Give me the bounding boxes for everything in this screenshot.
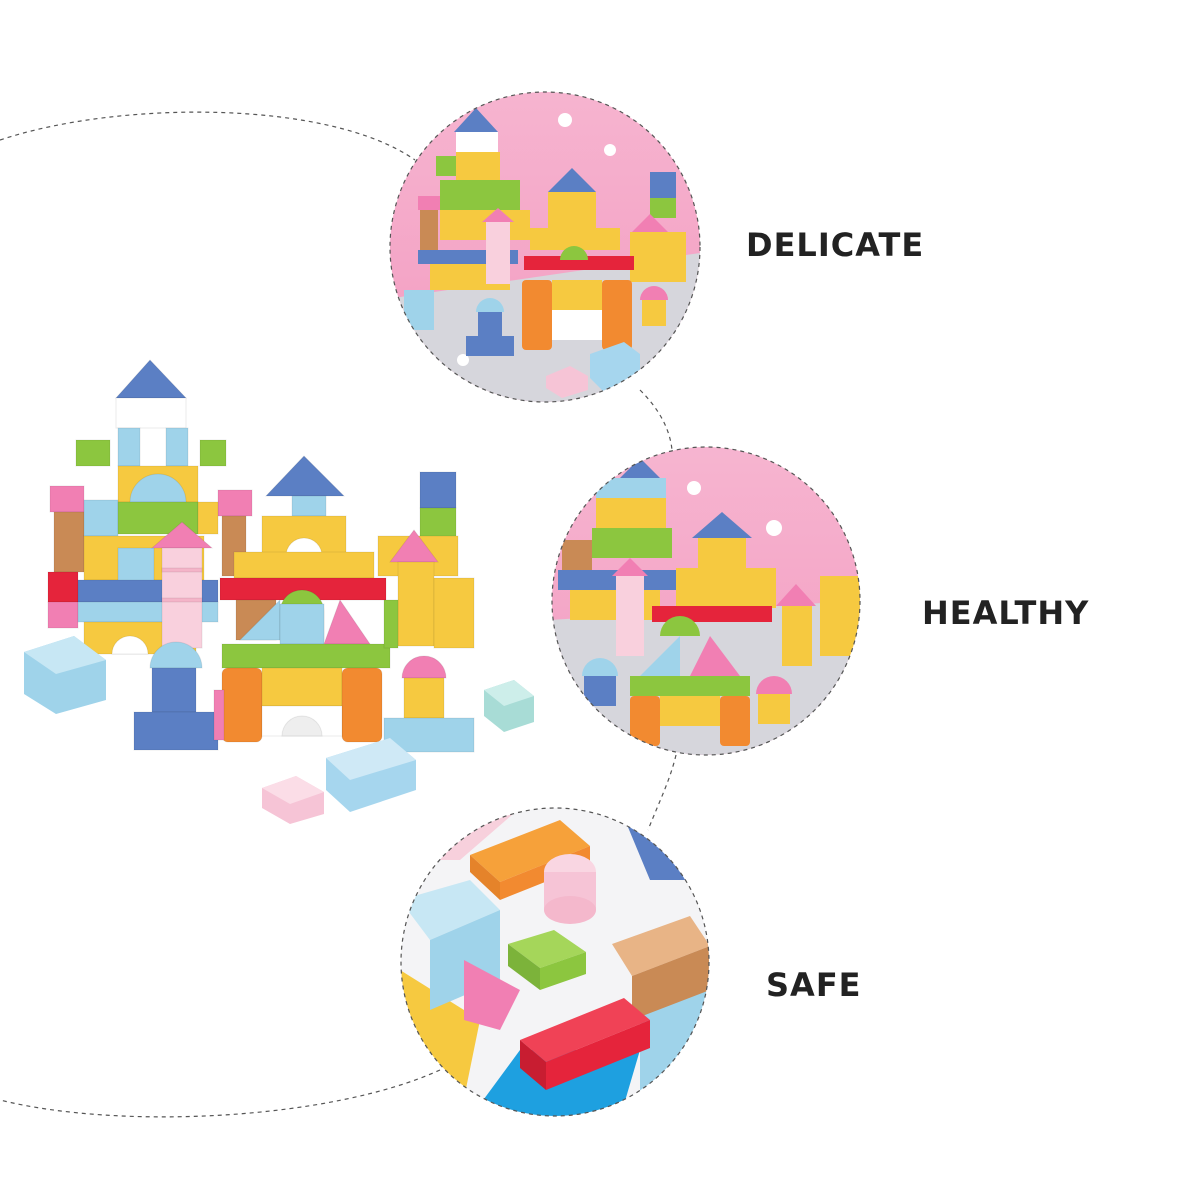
photo-frame-healthy <box>551 446 861 756</box>
photo-frame-delicate <box>389 91 701 403</box>
feature-label-healthy: HEALTHY <box>922 594 1090 632</box>
photo-frame-safe <box>400 807 710 1117</box>
loose-blocks <box>24 636 534 824</box>
feature-photo-healthy <box>552 447 860 755</box>
feature-photo-delicate <box>390 92 700 402</box>
main-block-castle <box>47 359 475 753</box>
feature-label-safe: SAFE <box>766 966 862 1004</box>
dashed-guide-lines <box>0 111 677 1118</box>
feature-label-delicate: DELICATE <box>746 226 925 264</box>
